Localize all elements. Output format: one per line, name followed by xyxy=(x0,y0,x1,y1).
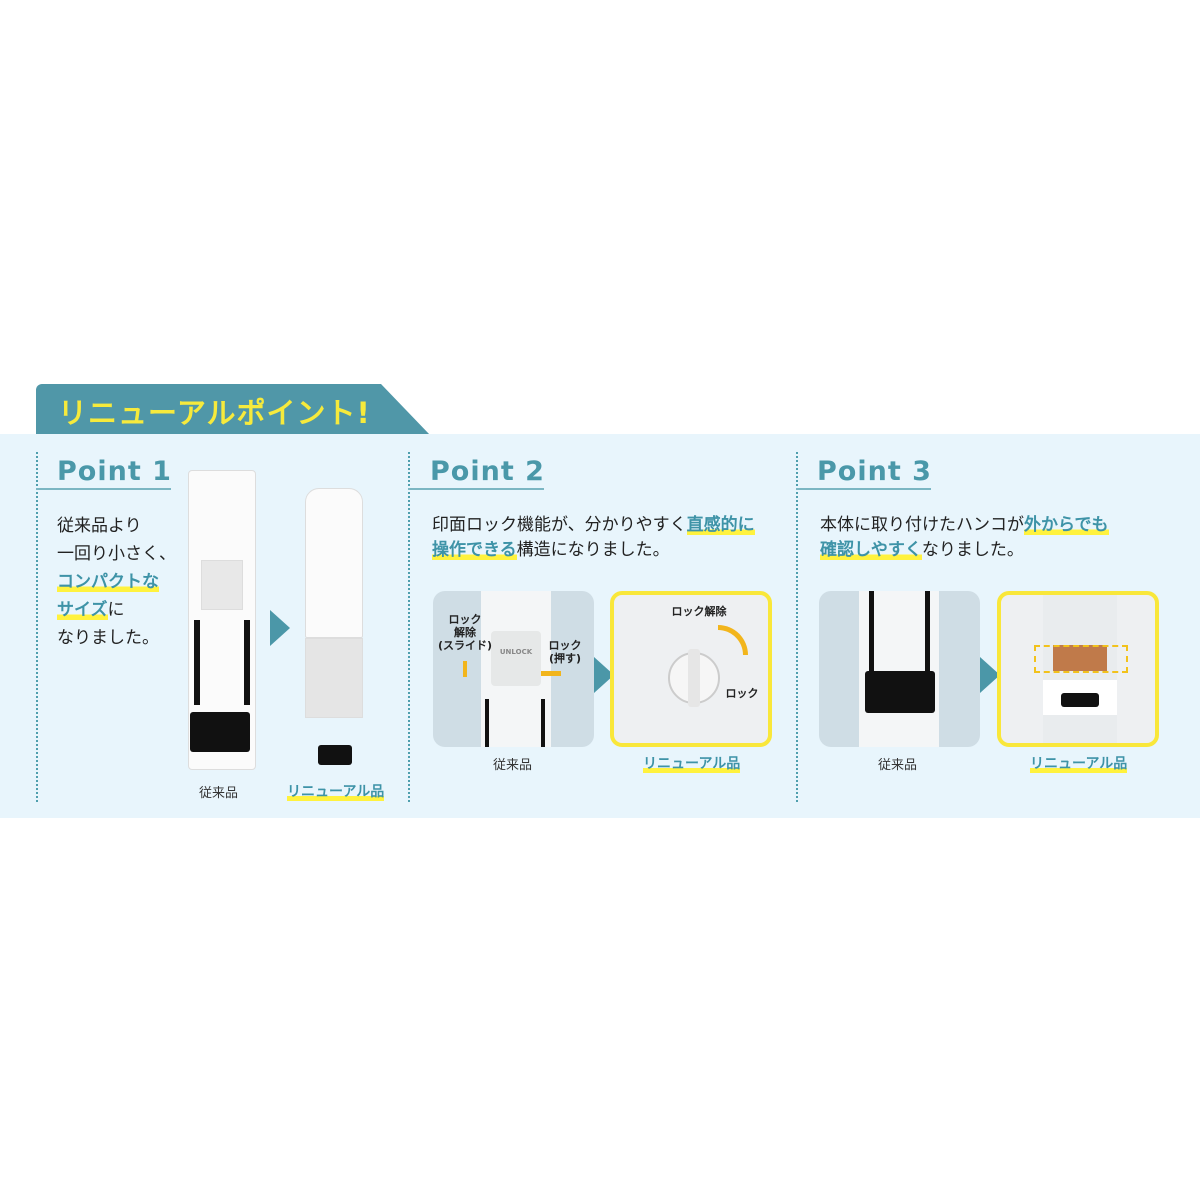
point-2-title: Point 2 xyxy=(430,456,545,487)
rotate-arrow-icon xyxy=(718,625,748,655)
point-2-text: 印面ロック機能が、分かりやすく直感的に 操作できる構造になりました。 xyxy=(432,515,755,560)
caption-old: 従来品 xyxy=(493,758,533,773)
renewal-points-banner: リニューアルポイント! xyxy=(36,384,430,435)
point-3-title: Point 3 xyxy=(817,456,932,487)
arrow-down-icon xyxy=(463,661,467,677)
old-visibility-photo xyxy=(819,591,980,747)
arrow-left-icon xyxy=(541,671,561,676)
caption-new: リニューアル品 xyxy=(643,753,741,773)
old-lock-photo: UNLOCK ロック 解除 (スライド) ロック (押す) xyxy=(433,591,594,747)
new-visibility-photo xyxy=(997,591,1159,747)
new-lock-photo: ロック解除 ロック xyxy=(610,591,772,747)
divider xyxy=(796,452,798,802)
point-1-text: 従来品より一回り小さく、 コンパクトな サイズに なりました。 xyxy=(57,516,176,648)
arrow-right-icon xyxy=(270,610,290,646)
point-3-text: 本体に取り付けたハンコが外からでも 確認しやすくなりました。 xyxy=(820,515,1109,560)
arrow-right-icon xyxy=(980,657,1000,693)
arrow-right-icon xyxy=(594,657,614,693)
title-underline xyxy=(796,488,931,490)
divider xyxy=(36,452,38,802)
caption-new: リニューアル品 xyxy=(287,781,385,801)
title-underline xyxy=(408,488,544,490)
divider xyxy=(408,452,410,802)
title-underline xyxy=(36,488,171,490)
banner-title: リニューアルポイント! xyxy=(58,396,371,430)
caption-old: 従来品 xyxy=(878,758,918,773)
caption-new: リニューアル品 xyxy=(1030,753,1128,773)
caption-old: 従来品 xyxy=(199,786,239,801)
point-1-title: Point 1 xyxy=(57,456,172,487)
